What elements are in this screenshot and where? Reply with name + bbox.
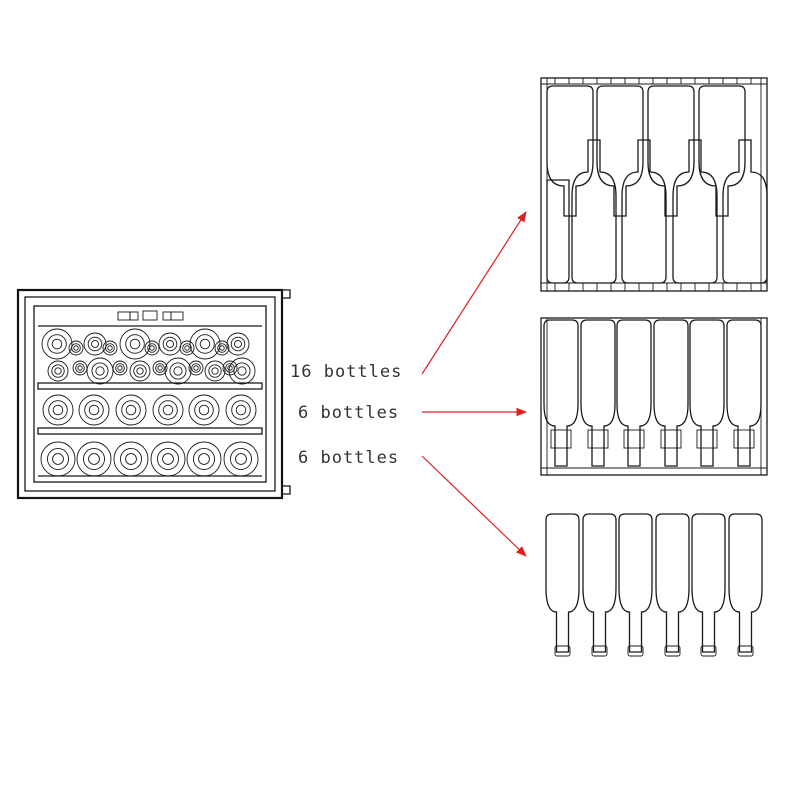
shelf-1: [37, 382, 263, 390]
label-6-bottles-middle: 6 bottles: [298, 403, 399, 423]
middle-shelf-bottle: [726, 319, 762, 467]
middle-shelf-bottles: [543, 319, 762, 467]
front-bottle-end: [228, 357, 256, 385]
front-bottle-end: [86, 357, 114, 385]
front-bottle-end: [119, 328, 151, 360]
neck-holder: [696, 429, 718, 449]
top-shelf-bottle: [571, 139, 617, 284]
front-bottle-end: [78, 394, 110, 426]
front-bottle-end: [226, 332, 250, 356]
top-shelf-bottle: [621, 139, 667, 284]
top-shelf-bottle: [722, 139, 768, 284]
front-bottle-end: [115, 394, 147, 426]
front-bottle-end: [152, 394, 184, 426]
front-bottle-ends: [40, 328, 259, 477]
front-bottle-neck: [222, 360, 238, 376]
middle-shelf-bottle: [580, 319, 616, 467]
cooler-door-frame: [24, 296, 276, 492]
middle-shelf-bottle: [543, 319, 579, 467]
bottle-cap: [664, 645, 681, 657]
front-bottle-end: [113, 441, 149, 477]
shelf-2: [37, 427, 263, 435]
control-panel: [117, 310, 184, 321]
front-bottle-neck: [179, 340, 195, 356]
front-bottle-end: [164, 357, 192, 385]
arrow-to-bottom-shelf: [421, 455, 527, 557]
bottom-shelf-bottle: [728, 513, 763, 653]
bottom-shelf-bottle: [691, 513, 726, 653]
front-bottle-neck: [152, 360, 168, 376]
bottom-hinge: [281, 485, 291, 495]
front-bottle-neck: [72, 360, 88, 376]
front-bottle-neck: [188, 360, 204, 376]
bottle-cap: [591, 645, 608, 657]
bottom-shelf-bottles: [545, 513, 763, 657]
bottom-shelf-bottle: [618, 513, 653, 653]
front-bottle-neck: [112, 360, 128, 376]
front-bottle-end: [83, 332, 107, 356]
top-shelf-bottle: [698, 85, 746, 217]
neck-holder: [587, 429, 609, 449]
bottle-cap: [700, 645, 717, 657]
top-shelf-bottles: [546, 85, 768, 284]
bottle-cap: [554, 645, 571, 657]
front-bottle-end: [223, 441, 259, 477]
top-shelf-bottle: [596, 85, 644, 217]
middle-shelf-tray: [540, 317, 768, 476]
tray-ticks: [554, 78, 752, 291]
middle-shelf-bottle: [616, 319, 652, 467]
top-shelf-bottle: [546, 85, 594, 217]
bottle-cap: [627, 645, 644, 657]
top-shelf-tray: [540, 77, 768, 292]
front-bottle-neck: [214, 340, 230, 356]
neck-holder: [733, 429, 755, 449]
front-bottle-neck: [68, 340, 84, 356]
top-shelf-bottle: [672, 139, 718, 284]
middle-shelf-bottle: [653, 319, 689, 467]
front-bottle-end: [186, 441, 222, 477]
arrow-to-top-shelf: [421, 211, 527, 375]
front-bottle-end: [47, 360, 69, 382]
label-16-bottles: 16 bottles: [290, 362, 402, 382]
front-bottle-end: [41, 328, 73, 360]
neck-holder: [550, 429, 572, 449]
top-shelf-bottle-partial: [546, 179, 570, 284]
front-bottle-end: [150, 441, 186, 477]
bottle-cap: [737, 645, 754, 657]
middle-shelf-bottle: [689, 319, 725, 467]
bottom-shelf-bottle: [582, 513, 617, 653]
front-bottle-neck: [144, 340, 160, 356]
front-bottle-end: [225, 394, 257, 426]
label-6-bottles-bottom: 6 bottles: [298, 448, 399, 468]
top-shelf-detail: [540, 77, 768, 292]
front-bottle-end: [204, 360, 226, 382]
front-bottle-end: [158, 332, 182, 356]
bottom-shelf-bottle: [545, 513, 580, 653]
front-bottle-end: [189, 328, 221, 360]
middle-shelf-detail: [540, 317, 768, 476]
front-bottle-end: [42, 394, 74, 426]
neck-holder: [623, 429, 645, 449]
front-bottle-end: [40, 441, 76, 477]
front-bottle-end: [76, 441, 112, 477]
top-hinge: [281, 289, 291, 299]
top-shelf-bottle: [647, 85, 695, 217]
cooler-front-view: [16, 288, 291, 500]
front-bottle-end: [188, 394, 220, 426]
neck-holder: [660, 429, 682, 449]
cooler-outer-frame: [16, 288, 284, 500]
front-bottle-neck: [102, 340, 118, 356]
cooler-glass: [33, 305, 267, 483]
front-bottle-end: [129, 360, 151, 382]
bottom-shelf-bottle: [655, 513, 690, 653]
